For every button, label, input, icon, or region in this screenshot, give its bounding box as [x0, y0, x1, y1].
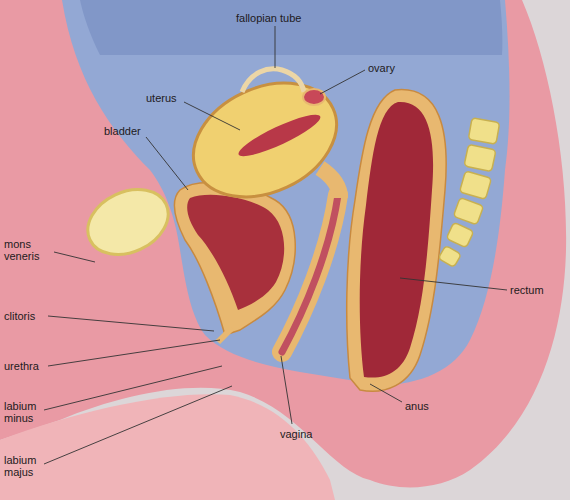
uterus-body	[175, 61, 355, 219]
leader-line	[281, 356, 292, 424]
leader-line	[44, 366, 222, 410]
part-label: urethra	[4, 360, 64, 372]
leader-line	[184, 102, 240, 130]
part-label: labium minus	[4, 400, 46, 424]
vertebra	[459, 171, 491, 200]
rectum-cavity	[360, 102, 433, 378]
spine	[438, 118, 499, 268]
ovary-shape	[303, 89, 325, 105]
part-label: labium majus	[4, 454, 46, 478]
bladder-wall	[175, 183, 296, 335]
leader-line	[320, 70, 365, 94]
pubic-bone	[77, 177, 178, 267]
uterus-cavity	[235, 108, 324, 162]
leader-line	[48, 340, 220, 366]
bladder-cavity	[187, 195, 284, 310]
vertebra	[468, 118, 499, 145]
part-label: fallopian tube	[236, 12, 326, 24]
urethra-tube	[218, 328, 232, 342]
rectum-wall	[347, 90, 446, 392]
thigh	[0, 394, 335, 500]
vertebra	[446, 222, 474, 248]
leader-line	[400, 278, 507, 290]
part-label: ovary	[368, 62, 418, 74]
leader-line	[48, 316, 214, 331]
part-label: clitoris	[4, 310, 64, 322]
vagina-canal	[282, 195, 338, 352]
leader-line	[275, 26, 276, 68]
leader-line	[54, 252, 95, 262]
abdominal-top	[80, 0, 502, 55]
vertebra	[464, 144, 496, 171]
part-label: mons veneris	[4, 238, 52, 262]
leader-lines	[44, 26, 507, 464]
leader-line	[370, 384, 402, 402]
part-label: anus	[405, 400, 445, 412]
leader-line	[44, 386, 232, 464]
leader-line	[146, 137, 188, 190]
part-label: bladder	[104, 125, 164, 137]
fallopian-tube-shape	[242, 69, 304, 92]
vertebra	[453, 197, 483, 224]
part-label: vagina	[280, 428, 330, 440]
part-label: uterus	[146, 92, 196, 104]
vagina-wall	[282, 195, 338, 352]
vertebra	[438, 245, 461, 267]
cervix	[320, 168, 340, 198]
part-label: rectum	[510, 284, 566, 296]
